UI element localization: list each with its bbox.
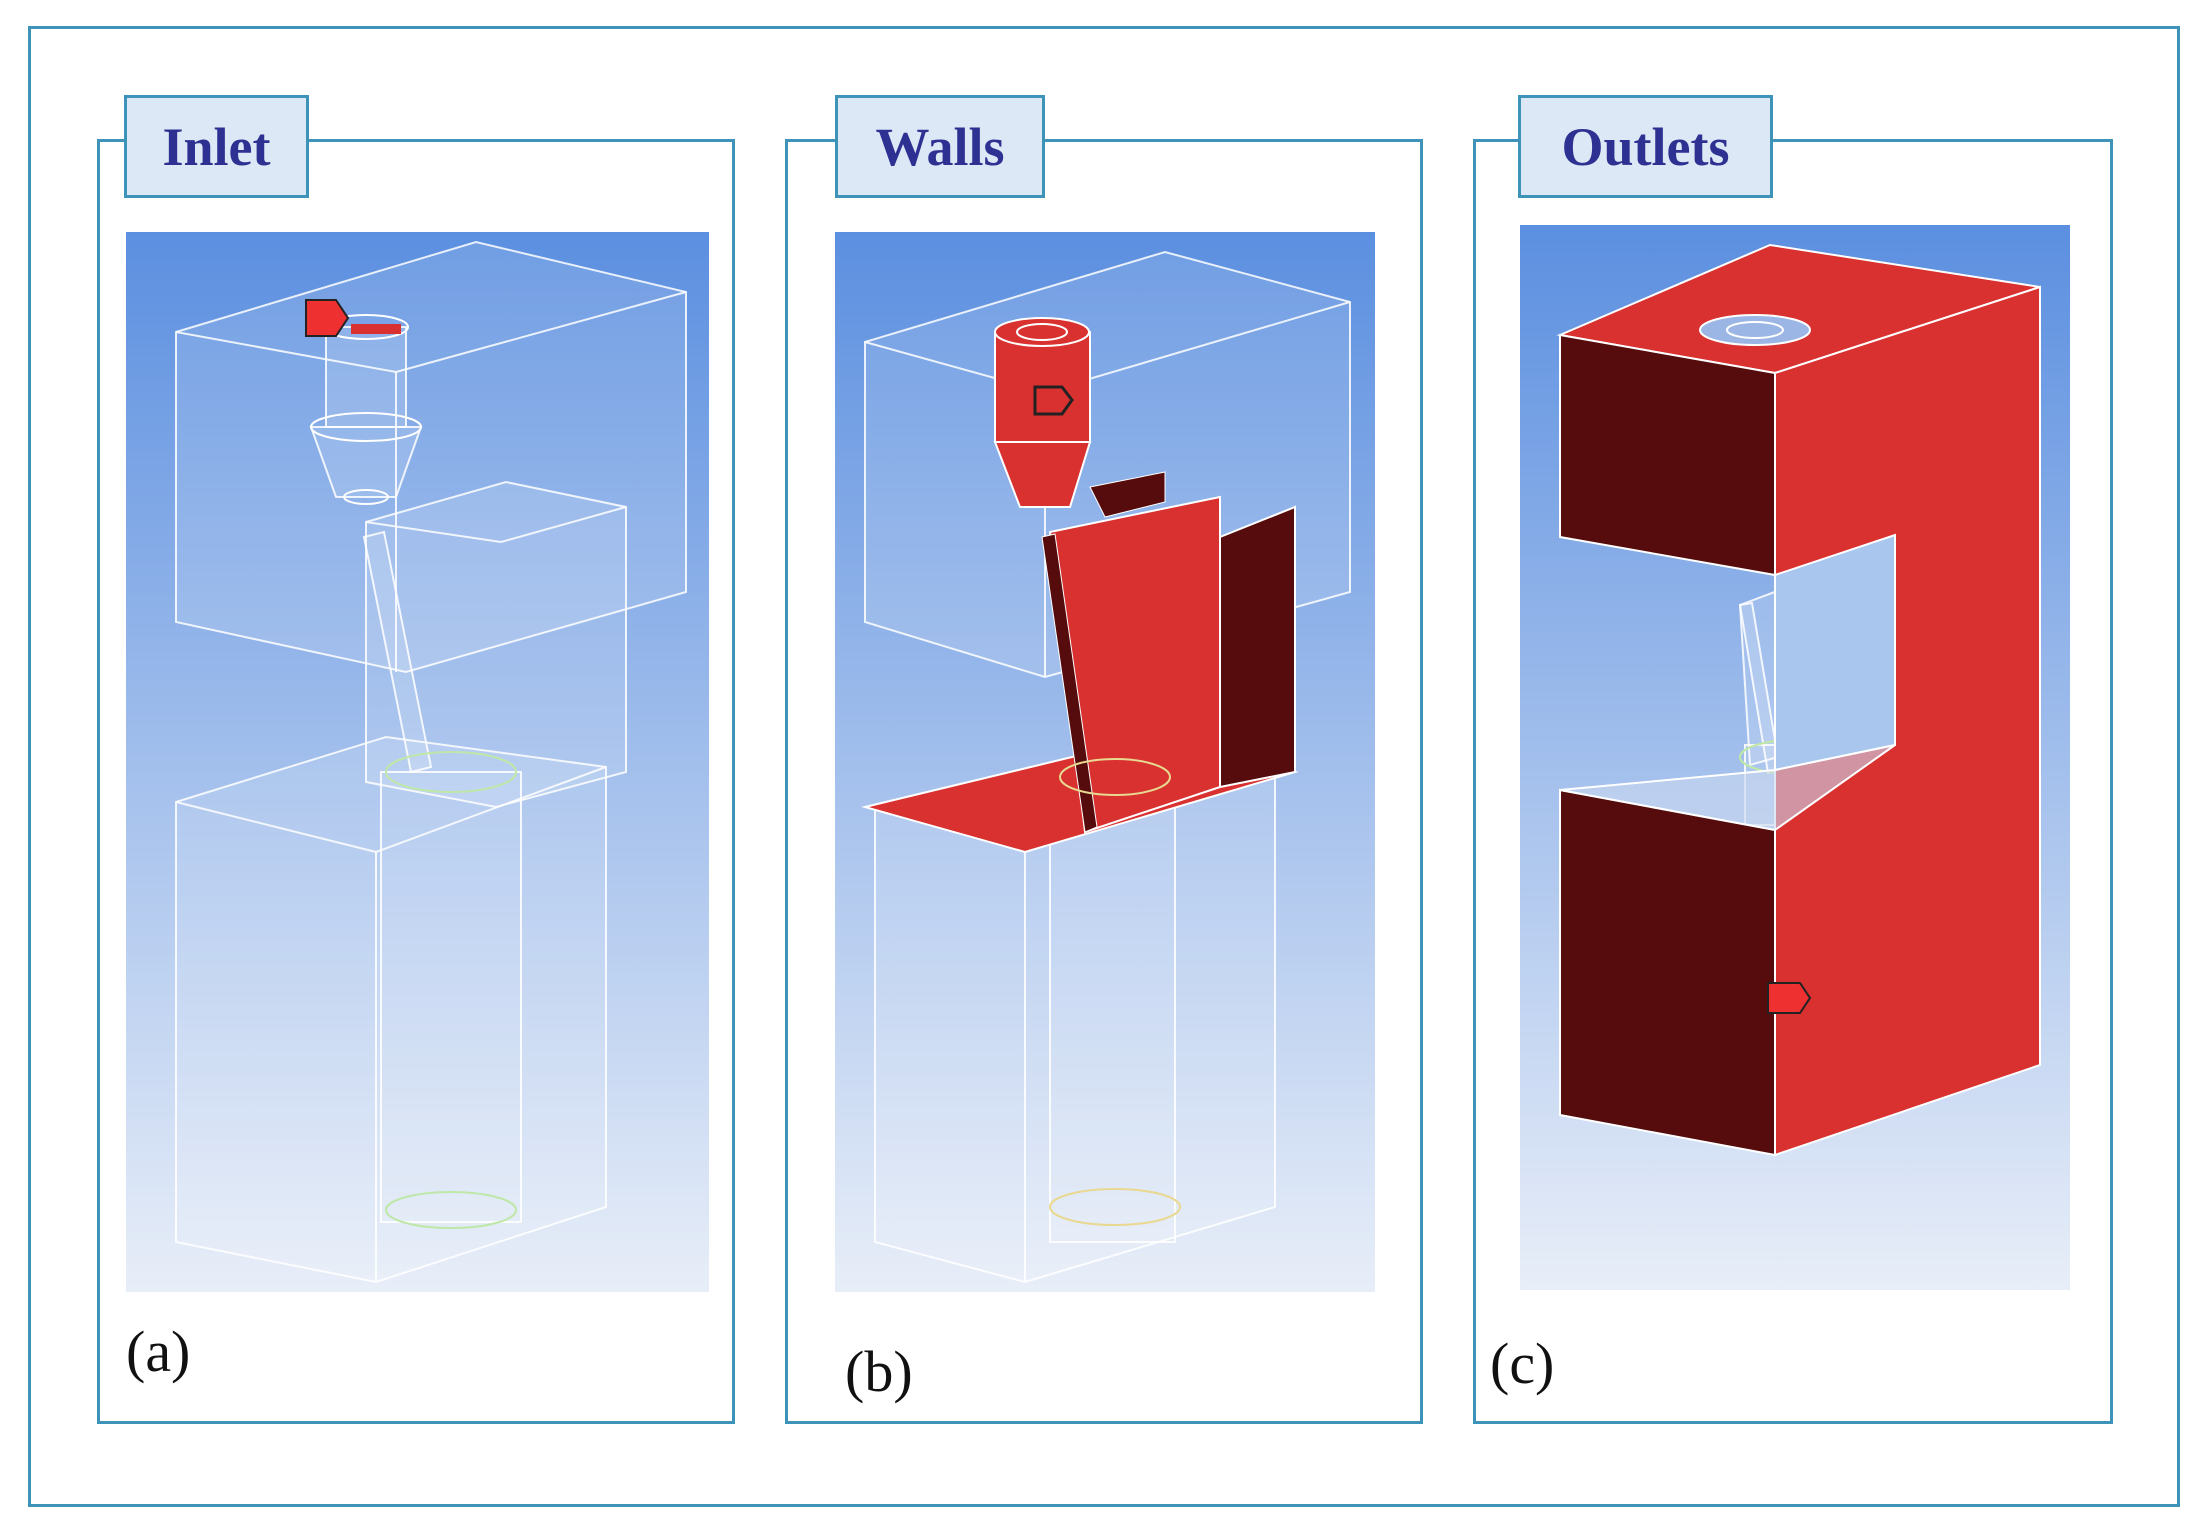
- panel-tag-walls: Walls: [835, 95, 1045, 198]
- panel-walls: [785, 139, 1423, 1424]
- panel-caption-c: (c): [1490, 1331, 1555, 1396]
- panel-inlet: [97, 139, 735, 1424]
- viewport-outlets: [1520, 225, 2070, 1290]
- panel-outlets: [1473, 139, 2113, 1424]
- panel-tag-inlet: Inlet: [124, 95, 309, 198]
- panel-caption-b: (b): [845, 1339, 913, 1404]
- panel-tag-outlets: Outlets: [1518, 95, 1773, 198]
- viewport-walls: [835, 232, 1375, 1292]
- viewport-inlet: [126, 232, 709, 1292]
- figure-frame: [28, 26, 2180, 1507]
- panel-caption-a: (a): [126, 1319, 191, 1384]
